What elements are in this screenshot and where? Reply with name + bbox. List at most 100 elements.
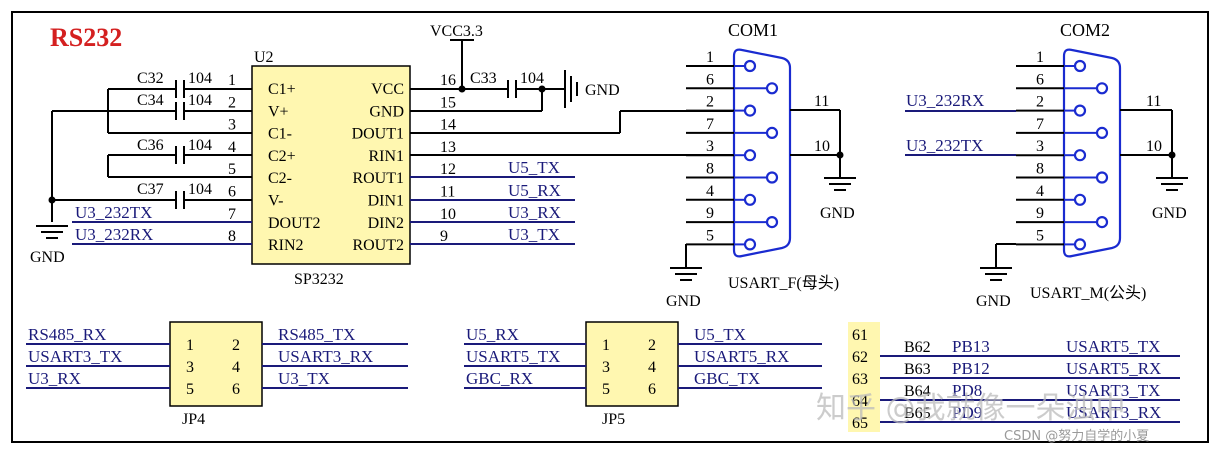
com1-shell-10: 10 [814,138,830,155]
mcu-pin-num: 64 [852,393,868,410]
jp-pin-num: 3 [186,359,194,376]
com2-shell-10: 10 [1146,138,1162,155]
db9-pin-num: 8 [706,161,714,178]
mcu-pin-label: B64 [904,383,931,400]
db9-pin-num: 2 [706,94,714,111]
jp-net-left: USART5_TX [466,347,560,366]
u2-chip: U2 SP3232 1C1+2V+3C1-4C2+5C2-6V-7DOUT28R… [228,49,456,288]
u2-pin-name: V+ [268,103,289,120]
jp4-ref: JP4 [182,411,205,428]
u2-pin-num: 2 [228,94,236,111]
db9-contact [765,82,779,95]
gnd-label-left: GND [30,249,65,266]
gnd-icon [980,267,1012,281]
u2-pin-num: 16 [440,72,456,89]
com2-gnd-pin5: GND [976,293,1011,310]
jp-net-right: U5_TX [694,325,746,344]
db9-pin-num: 1 [706,49,714,66]
jp-pin-num: 1 [186,337,194,354]
u2-pin-num: 4 [228,139,236,156]
jp-pin-num: 6 [232,381,240,398]
db9-pin-num: 3 [706,138,714,155]
db9-contact [1073,104,1087,117]
mcu-net: USART5_TX [1066,337,1160,356]
u2-pin-num: 7 [228,206,236,223]
u2-pin-name: DIN1 [368,193,404,210]
db9-contact [743,193,757,206]
db9-contact [1073,193,1087,206]
c34-ref: C34 [137,92,164,109]
com2-label: USART_M(公头) [1030,284,1146,302]
net-u5-rx: U5_RX [508,181,561,200]
com2-shell [1062,48,1122,258]
u2-pin-num: 8 [228,228,236,245]
u2-pin-num: 12 [440,161,456,178]
jp-net-right: GBC_TX [694,369,760,388]
jp-net-right: USART5_RX [694,347,789,366]
mcu-net: USART5_RX [1066,359,1161,378]
jp-pin-num: 3 [602,359,610,376]
mcu-pin-label: B63 [904,361,931,378]
jp-pin-num: 1 [602,337,610,354]
com1-shell-11: 11 [814,93,829,110]
u2-pin-name: GND [369,103,404,120]
gnd-icon [670,267,702,281]
jp-pin-num: 2 [232,337,240,354]
db9-pin-num: 3 [1036,138,1044,155]
db9-contact [765,216,779,229]
c33-value: 104 [520,70,544,87]
u2-pin-name: RIN2 [268,237,304,254]
db9-contact [1095,216,1109,229]
gnd-icon [824,177,856,191]
com1-label: USART_F(母头) [728,274,839,292]
u2-pin-name: C2- [268,170,292,187]
db9-contact [743,149,757,162]
com2-net-232rx: U3_232RX [906,91,984,110]
mcu-pin-num: 63 [852,371,868,388]
mcu-pin-num: 62 [852,349,868,366]
u2-pin-num: 3 [228,117,236,134]
mcu-pin-label: B65 [904,405,931,422]
jp-pin-num: 5 [186,381,194,398]
db9-contact [1095,171,1109,184]
jp-net-left: RS485_RX [28,325,106,344]
charge-pump-wiring: GND C32 104 C34 104 C36 104 C37 104 U3_2… [30,70,252,266]
db9-contact [765,171,779,184]
mcu-pin-label: B62 [904,339,931,356]
mcu-pin-num: 65 [852,415,868,432]
c32-value: 104 [188,70,212,87]
u2-pin-name: C2+ [268,148,296,165]
db9-pin-num: 8 [1036,161,1044,178]
db9-pin-num: 4 [706,183,714,200]
com1-gnd-pin5: GND [666,293,701,310]
com1-ref: COM1 [728,20,778,40]
u2-pin-num: 9 [440,228,448,245]
c36-value: 104 [188,137,212,154]
u2-pin-num: 10 [440,206,456,223]
db9-pin-num: 9 [1036,205,1044,222]
c37-value: 104 [188,181,212,198]
u2-pin-num: 6 [228,184,236,201]
net-u3-rx: U3_RX [508,203,561,222]
db9-contact [765,126,779,139]
db9-contact [743,238,757,251]
gnd-icon [1156,177,1188,191]
watermark: 知乎 @我就像一朵浊中 [816,391,1126,426]
u2-right-wiring: VCC3.3 C33 104 GND U5_TX U5_RX U3_RX U3_… [410,23,734,245]
db9-contact [1073,238,1087,251]
mcu-net: USART3_TX [1066,381,1160,400]
u2-part: SP3232 [294,271,344,288]
u2-pin-name: DOUT1 [352,126,404,143]
u2-pin-name: ROUT2 [352,237,404,254]
c37-ref: C37 [137,181,164,198]
db9-pin-num: 2 [1036,94,1044,111]
db9-pin-num: 6 [706,71,714,88]
net-u3-tx: U3_TX [508,225,560,244]
jp-net-right: U3_TX [278,369,330,388]
u2-pin-name: DIN2 [368,215,404,232]
